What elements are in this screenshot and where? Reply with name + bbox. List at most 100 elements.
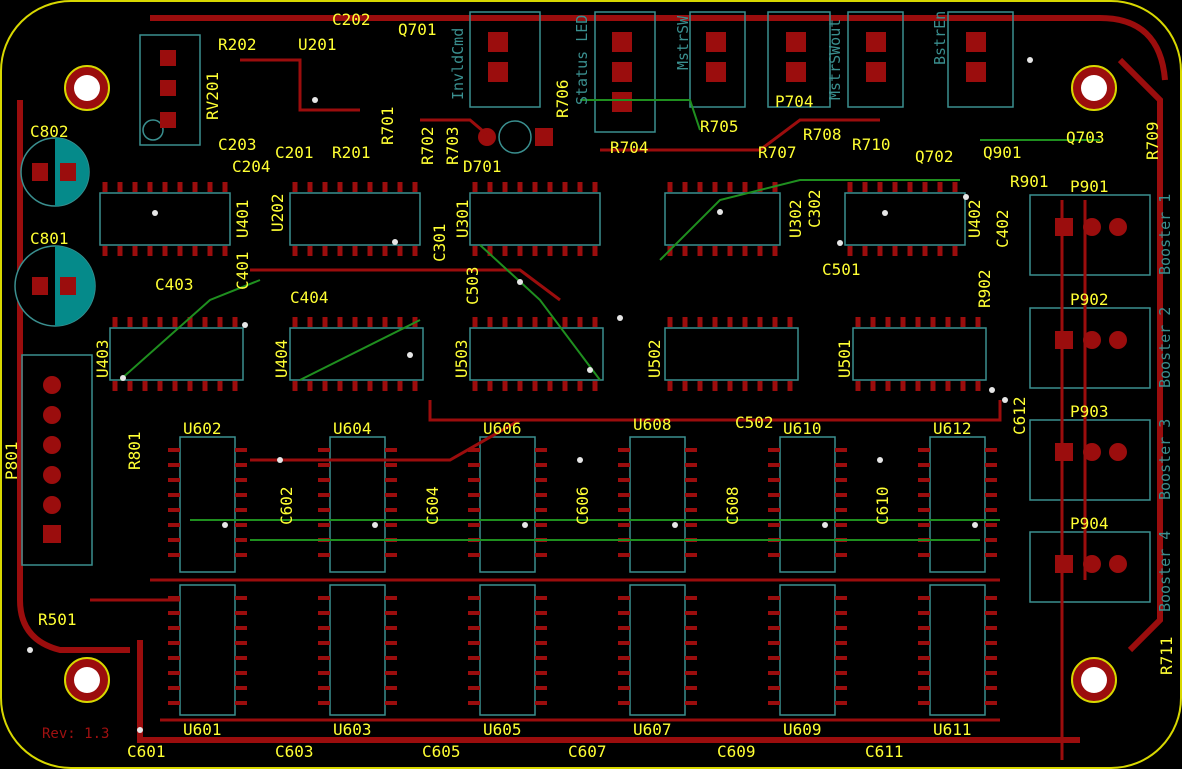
ic-pins-lower [168,448,997,705]
label-d701: D701 [463,157,502,176]
label-q901: Q901 [983,143,1022,162]
label-c612: C612 [1010,396,1029,435]
label-u502: U502 [645,339,664,378]
top-connectors [469,11,1014,133]
label-c609: C609 [717,742,756,761]
label-u602: U602 [183,419,222,438]
label-c302: C302 [805,189,824,228]
top-connector-pads [488,32,986,112]
label-u603: U603 [333,720,372,739]
label-p704: P704 [775,92,814,111]
label-booster3: Booster 3 [1156,419,1174,500]
label-c607: C607 [568,742,607,761]
connector-p801 [21,354,93,566]
silk-labels: C202 Q701 R202 U201 RV201 C203 C201 R201… [2,10,1176,761]
label-u608: U608 [633,415,672,434]
label-invldcmd: InvldCmd [449,28,467,100]
label-booster4: Booster 4 [1156,531,1174,612]
label-status-led: Status LED [573,15,591,105]
connector-text: InvldCmd Status LED MstrSW MstrSWout Bst… [449,11,1174,612]
led-d701 [478,120,553,154]
green-traces [119,99,1100,541]
label-c601: C601 [127,742,166,761]
label-r709: R709 [1143,121,1162,160]
ic-outlines-upper [99,192,987,381]
label-r902: R902 [975,269,994,308]
capacitor-c801 [14,245,96,327]
label-r202: R202 [218,35,257,54]
label-q703: Q703 [1066,128,1105,147]
label-c503: C503 [463,266,482,305]
label-r703: R703 [443,126,462,165]
potentiometer-rv201 [139,34,201,146]
label-c404: C404 [290,288,329,307]
label-rv201: RV201 [203,72,222,120]
ic-pins-upper [102,182,981,391]
label-bstren: BstrEn [931,11,949,65]
label-u302: U302 [786,199,805,238]
label-mstrswout: MstrSWout [826,19,844,100]
label-c301: C301 [430,223,449,262]
label-c611: C611 [865,742,904,761]
label-u503: U503 [452,339,471,378]
label-p903: P903 [1070,402,1109,421]
label-r708: R708 [803,125,842,144]
label-u609: U609 [783,720,822,739]
label-c402: C402 [993,209,1012,248]
mounting-holes [64,65,1117,703]
label-r501: R501 [38,610,77,629]
revision-label: Rev: 1.3 [42,726,109,742]
label-c202: C202 [332,10,371,29]
label-r707: R707 [758,143,797,162]
label-u605: U605 [483,720,522,739]
label-c604: C604 [423,486,442,525]
label-u202: U202 [268,193,287,232]
label-c602: C602 [277,486,296,525]
label-u402: U402 [965,199,984,238]
label-booster1: Booster 1 [1156,194,1174,275]
label-c502: C502 [735,413,774,432]
label-u601: U601 [183,720,222,739]
label-c201: C201 [275,143,314,162]
label-u604: U604 [333,419,372,438]
label-r711: R711 [1157,636,1176,675]
label-p904: P904 [1070,514,1109,533]
label-u606: U606 [483,419,522,438]
label-r706: R706 [553,79,572,118]
label-c801: C801 [30,229,69,248]
ic-outlines-lower [179,436,986,716]
label-u610: U610 [783,419,822,438]
label-c608: C608 [723,486,742,525]
label-c401: C401 [233,251,252,290]
copper-traces [90,58,1087,760]
label-mstrsw: MstrSW [674,15,692,70]
label-r901: R901 [1010,172,1049,191]
label-u612: U612 [933,419,972,438]
label-u403: U403 [93,339,112,378]
label-u404: U404 [272,339,291,378]
label-u501: U501 [835,339,854,378]
label-r705: R705 [700,117,739,136]
label-c204: C204 [232,157,271,176]
label-r701: R701 [378,106,397,145]
booster-pads [1055,218,1127,573]
label-u301: U301 [453,199,472,238]
label-q701: Q701 [398,20,437,39]
label-c501: C501 [822,260,861,279]
label-u401: U401 [233,199,252,238]
capacitor-c802 [20,137,90,207]
label-u611: U611 [933,720,972,739]
label-c603: C603 [275,742,314,761]
label-q702: Q702 [915,147,954,166]
label-c203: C203 [218,135,257,154]
label-r710: R710 [852,135,891,154]
label-r704: R704 [610,138,649,157]
label-c606: C606 [573,486,592,525]
label-booster2: Booster 2 [1156,307,1174,388]
label-r702: R702 [418,126,437,165]
label-u607: U607 [633,720,672,739]
label-r201: R201 [332,143,371,162]
label-p801: P801 [2,441,21,480]
